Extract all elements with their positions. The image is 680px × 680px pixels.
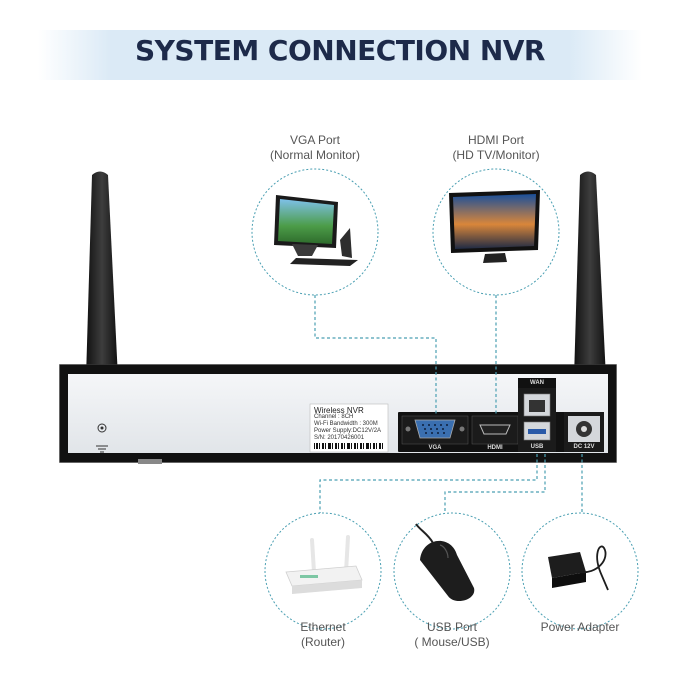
power-callout-label: Power Adapter <box>540 620 620 634</box>
vga-port-label: VGA <box>428 445 442 451</box>
vga-callout-circle <box>251 168 379 296</box>
device-label-line: Channel : 8CH <box>314 414 354 420</box>
hdmi-tv-icon <box>449 190 540 263</box>
usb-callout-circle <box>393 512 511 630</box>
power-adapter-icon <box>548 545 609 591</box>
hdmi-callout-circle <box>432 168 560 296</box>
dc-port-label: DC 12V <box>573 444 595 450</box>
hdmi-port-label: HDMI <box>487 445 503 451</box>
ethernet-callout-label: Ethernet (Router) <box>300 620 346 649</box>
title-banner <box>38 30 642 80</box>
wan-port-label: WAN <box>530 380 544 386</box>
vga-callout-label: VGA Port (Normal Monitor) <box>269 133 360 162</box>
device-label: Wireless NVR Channel : 8CH Wi-Fi Bandwid… <box>314 407 386 442</box>
router-icon <box>285 535 363 594</box>
device-label-line: Power Supply:DC12V/2A <box>314 428 382 434</box>
mouse-icon <box>415 523 475 602</box>
hdmi-callout-label: HDMI Port (HD TV/Monitor) <box>452 133 540 162</box>
nvr-device <box>59 364 617 464</box>
device-label-line: S/N: 20170426001 <box>314 435 365 441</box>
usb-connection-line <box>444 454 546 513</box>
ethernet-connection-line <box>319 454 538 513</box>
ethernet-callout-circle <box>264 512 382 630</box>
device-label-heading: Wireless NVR <box>314 406 364 415</box>
power-callout-circle <box>521 512 639 630</box>
usb-callout-label: USB Port ( Mouse/USB) <box>414 620 490 649</box>
page-title: SYSTEM CONNECTION NVR <box>134 34 546 67</box>
vga-monitor-icon <box>274 195 358 266</box>
device-label-line: Wi-Fi Bandwidth : 300M <box>314 421 378 427</box>
usb-port-label: USB <box>530 444 544 450</box>
